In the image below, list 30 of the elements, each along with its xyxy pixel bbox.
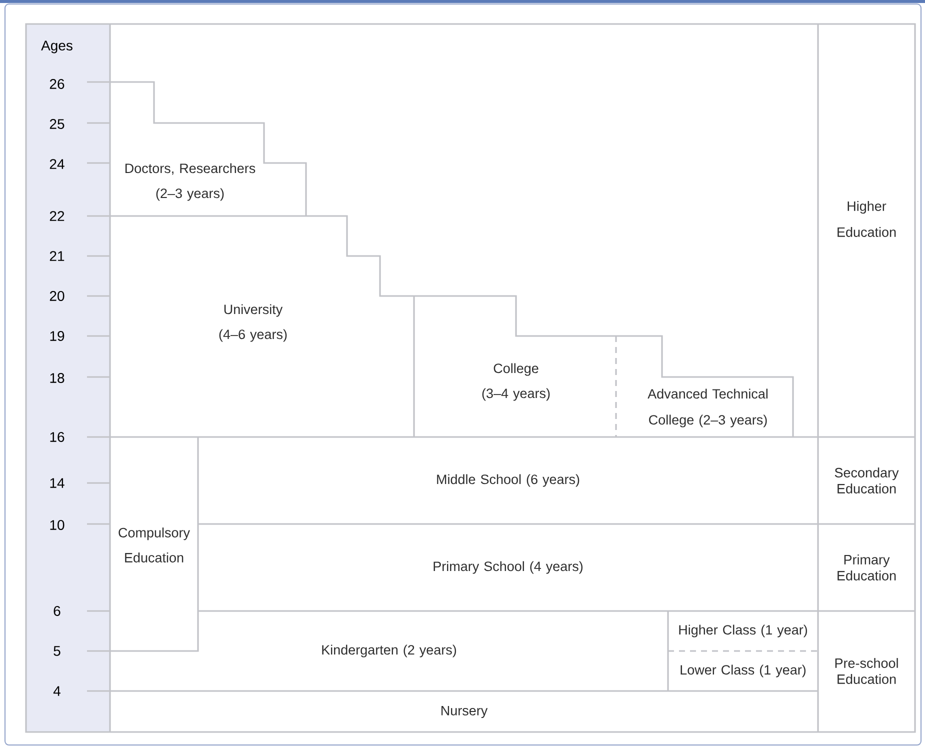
stage-label: Primary School (4 years)	[434, 561, 583, 574]
stage-label: Nursery	[442, 706, 488, 718]
stage-label: Middle School (6 years)	[437, 474, 580, 487]
stage-label: Kindergarten (2 years)	[322, 644, 456, 658]
stage-label: Doctors, Researchers (2–3 years)	[125, 163, 256, 201]
age-number: 26	[50, 79, 64, 89]
axis-title: Ages	[41, 40, 72, 54]
level-label: Primary Education	[838, 554, 896, 580]
age-number: 22	[50, 211, 64, 221]
age-number: 19	[50, 331, 64, 341]
age-number: 6	[54, 606, 60, 616]
level-label: Pre-school Education	[835, 658, 898, 684]
level-label: Secondary Education	[834, 468, 899, 494]
stage-label: University (4–6 years)	[219, 304, 287, 342]
stage-label: College (3–4 years)	[482, 363, 550, 401]
stage-label: Lower Class (1 year)	[680, 664, 806, 678]
age-number: 20	[50, 291, 64, 301]
age-number: 21	[50, 251, 64, 261]
age-number: 25	[50, 119, 64, 129]
stage-label: Higher Class (1 year)	[679, 624, 808, 638]
age-number: 18	[50, 373, 64, 383]
age-number: 5	[54, 646, 60, 656]
stage-label: Compulsory Education	[118, 528, 190, 562]
age-number: 16	[50, 432, 64, 442]
age-number: 10	[50, 520, 64, 530]
stage-label: Advanced Technical College (2–3 years)	[648, 388, 768, 428]
age-number: 24	[50, 159, 64, 169]
age-number: 14	[50, 478, 64, 488]
level-label: Higher Education	[838, 201, 896, 237]
age-number: 4	[53, 686, 60, 696]
